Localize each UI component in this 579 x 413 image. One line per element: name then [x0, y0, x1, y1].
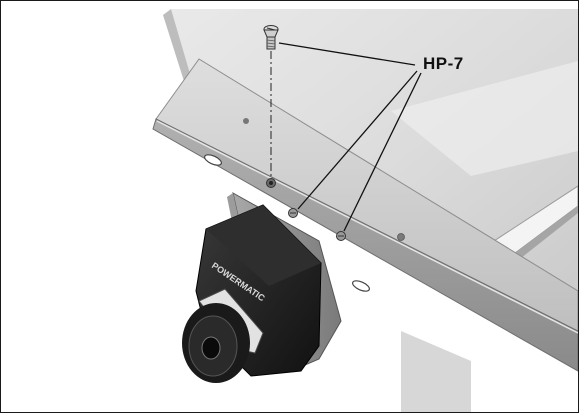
rail-hole	[397, 233, 405, 241]
part-callout-label: HP-7	[423, 54, 464, 73]
rail-screw-installed	[288, 208, 298, 218]
rail-screw-hole	[266, 178, 276, 188]
leader-line	[278, 42, 416, 66]
rail-front-face	[152, 118, 578, 372]
rail-edge-highlight	[156, 120, 578, 334]
flat-head-screw-icon	[263, 25, 279, 50]
rail-slot	[352, 280, 370, 292]
cabinet-base	[401, 331, 471, 412]
table-reflection	[391, 61, 578, 176]
fence-lock-top	[206, 205, 321, 286]
leader-line	[343, 72, 422, 232]
leader-line	[297, 70, 418, 210]
rail-hole	[243, 118, 249, 124]
rail-screw-installed	[336, 231, 346, 241]
rail-slot	[204, 154, 222, 166]
lock-knob-bore	[201, 336, 221, 360]
